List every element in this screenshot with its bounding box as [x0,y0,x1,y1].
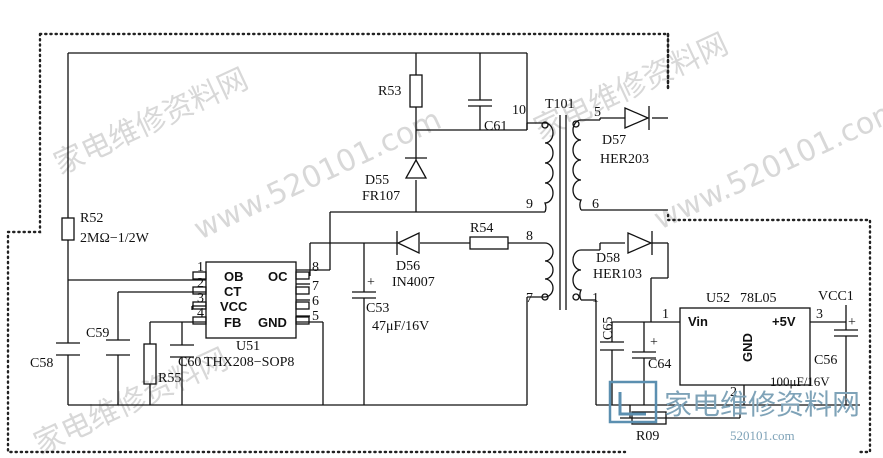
d56-label: D56 [396,259,420,274]
r09-label: R09 [636,429,659,444]
u51-pin6-num: 6 [312,294,319,309]
capacitor-c60 [170,344,194,358]
u51-pin7-num: 7 [312,279,319,294]
u51-pin5-num: 5 [312,309,319,324]
r54-label: R54 [470,221,493,236]
capacitor-c64 [632,351,656,359]
diode-d56 [396,231,420,255]
logo-text: 家电维修资料网 [664,388,860,421]
u51-pin1-name: OB [224,269,244,284]
u51-left-pins: 1 OB 2 CT 3 VCC 4 FB [197,260,248,330]
u52-label: U52 [706,291,730,306]
u52-pin2: 2 [730,385,737,400]
u51-pin3-name: VCC [220,299,248,314]
r53-label: R53 [378,84,401,99]
resistor-r09 [631,411,667,425]
isolation-boundary-secondary [666,32,872,454]
d55-type: FR107 [362,189,400,204]
diode-d55 [404,153,428,179]
resistor-r52 [61,217,75,241]
u51-pin1-num: 1 [197,260,204,275]
d57-label: D57 [602,133,626,148]
t101-pin9: 9 [526,197,533,212]
u51-pin8-name: OC [268,269,288,284]
t101-pin5: 5 [594,105,601,120]
logo-url: 520101.com [730,428,795,443]
r55-label: R55 [158,371,181,386]
u52-part: 78L05 [740,291,777,306]
d57-type: HER203 [600,152,649,167]
u52-gnd: GND [740,333,755,362]
watermark-text: 家电维修资料网 [29,342,234,458]
c61-label: C61 [484,119,507,134]
r52-label: R52 [80,211,103,226]
capacitor-c58 [56,342,80,356]
u51-label: U51 [236,339,260,354]
u52-pin1: 1 [662,307,669,322]
c64-plus: + [650,335,658,350]
c58-label: C58 [30,356,53,371]
u51-part: THX208−SOP8 [204,355,294,370]
capacitor-c53 [352,291,376,299]
c53-value: 47μF/16V [372,319,429,334]
u52-vin: Vin [688,314,708,329]
t101-label: T101 [545,97,575,112]
c59-label: C59 [86,326,109,341]
t101-pin7: 7 [526,291,533,306]
c56-label: C56 [814,353,837,368]
u51-pin4-num: 4 [197,306,204,321]
c64-label: C64 [648,357,671,372]
c53-label: C53 [366,301,389,316]
diode-d57 [624,106,650,130]
u51-pin4-name: FB [224,315,241,330]
t101-pin8: 8 [526,229,533,244]
t101-pin6: 6 [592,197,599,212]
diode-d58 [627,231,653,255]
u51-pin5-name: GND [258,315,287,330]
ic-u51 [192,261,310,339]
resistor-r55 [143,343,157,385]
t101-pin10: 10 [512,103,526,118]
c60-label: C60 [178,355,201,370]
c56-value: 100μF/16V [770,374,830,389]
capacitor-c59 [106,339,130,356]
d58-type: HER103 [593,267,642,282]
watermark-text: 家电维修资料网 [49,62,254,182]
d56-type: IN4007 [392,275,435,290]
resistor-r53 [409,74,423,108]
capacitor-c61 [468,99,492,107]
u52-pin3: 3 [816,307,823,322]
transformer-t101 [541,115,583,310]
regulator-u52 [679,307,811,386]
u51-pin2-name: CT [224,284,241,299]
t101-pin1: 1 [592,291,599,306]
u51-pin3-num: 3 [197,291,204,306]
c53-plus: + [367,275,375,290]
c56-plus: + [848,315,856,330]
d58-label: D58 [596,251,620,266]
capacitor-c56 [834,329,858,337]
u51-right-pins: 8 OC 7 6 5 GND [258,260,319,330]
capacitor-c65 [600,341,624,351]
u51-pin8-num: 8 [312,260,319,275]
watermark-url: www.520101.com [649,92,883,237]
secondary-wiring [581,117,860,419]
c65-label: C65 [601,317,616,340]
site-logo: 家电维修资料网 520101.com [608,380,860,443]
u52-vout: +5V [772,314,796,329]
vcc1-label: VCC1 [818,289,854,304]
r52-value: 2MΩ−1/2W [80,231,150,246]
u51-pin2-num: 2 [197,276,204,291]
resistor-r54 [469,236,509,250]
d55-label: D55 [365,173,389,188]
